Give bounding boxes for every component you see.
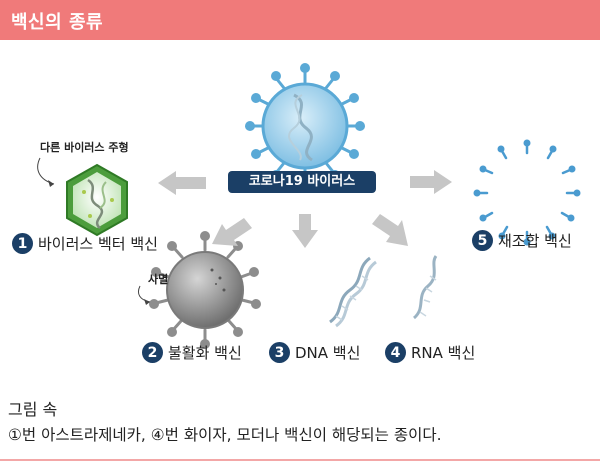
number-badge: 1	[12, 233, 33, 254]
number-badge: 3	[269, 342, 290, 363]
inactivated-virus-icon	[149, 231, 261, 349]
note-heading: 그림 속	[8, 400, 58, 419]
vaccine-name: DNA 백신	[295, 344, 361, 362]
dna-strand-icon	[329, 256, 377, 328]
arrow-down-left-icon	[212, 218, 252, 246]
vaccine-name: RNA 백신	[411, 344, 476, 362]
arrow-right-icon	[410, 170, 452, 194]
arrow-left-icon	[158, 171, 206, 195]
number-badge: 5	[472, 230, 493, 251]
killed-annotation: 사멸	[148, 273, 169, 286]
recombinant-protein-icon	[473, 139, 581, 246]
arrow-down-icon	[292, 214, 318, 248]
number-badge: 4	[385, 342, 406, 363]
rna-strand-icon	[412, 255, 438, 320]
carrier-virus-annotation: 다른 바이러스 주형	[40, 141, 129, 154]
coronavirus-label: 코로나19 바이러스	[228, 171, 376, 193]
viral-vector-virus-icon	[66, 163, 128, 237]
dna-vaccine-label: 3 DNA 백신	[269, 342, 360, 363]
rna-vaccine-label: 4 RNA 백신	[385, 342, 475, 363]
recombinant-vaccine-label: 5 재조합 백신	[472, 230, 572, 251]
title-bar: 백신의 종류	[0, 0, 600, 40]
page-title: 백신의 종류	[11, 12, 104, 33]
bottom-divider	[0, 459, 600, 461]
vaccine-name: 바이러스 벡터 백신	[38, 235, 158, 253]
diagram-artwork	[37, 63, 581, 349]
note-body: ①번 아스트라제네카, ④번 화이자, 모더나 백신이 해당되는 종이다.	[8, 426, 442, 444]
coronavirus-icon	[245, 63, 365, 181]
curved-arrow-icon	[37, 157, 55, 185]
inactivated-vaccine-label: 2 불활화 백신	[142, 342, 242, 363]
vaccine-name: 불활화 백신	[168, 344, 242, 362]
vaccine-name: 재조합 백신	[498, 232, 572, 250]
number-badge: 2	[142, 342, 163, 363]
viral-vector-vaccine-label: 1 바이러스 벡터 백신	[12, 233, 158, 254]
arrow-down-right-icon	[372, 214, 408, 246]
